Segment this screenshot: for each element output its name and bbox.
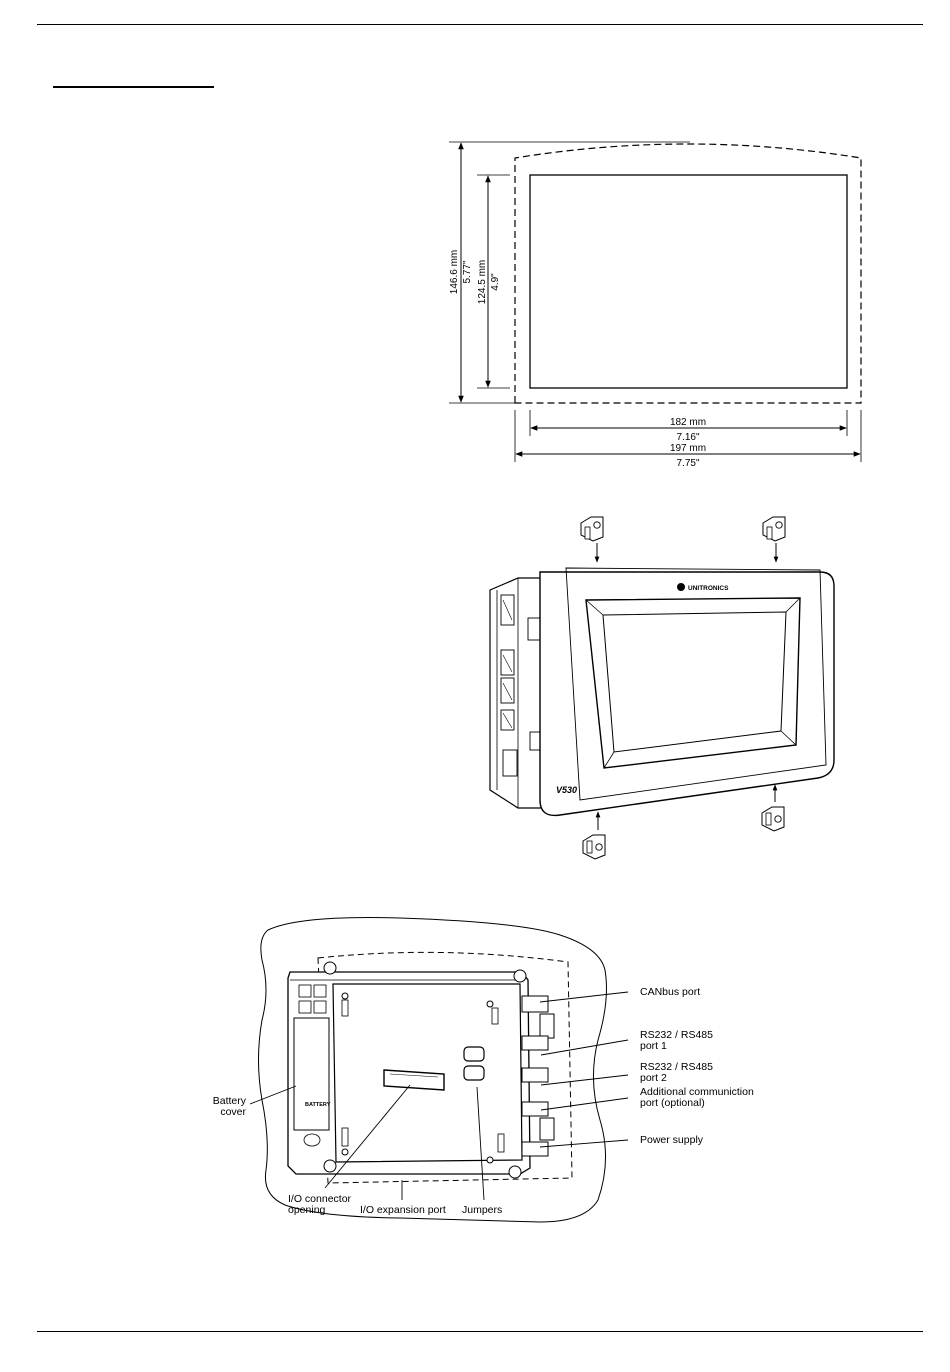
rs-port2-label-line2: port 2 xyxy=(640,1072,667,1084)
io-expansion-port-label: I/O expansion port xyxy=(360,1204,446,1216)
power-supply-label: Power supply xyxy=(640,1134,704,1146)
rs-port1-label-line2: port 1 xyxy=(640,1040,667,1052)
battery-compartment xyxy=(294,1018,329,1130)
battery-cover-label-line2: cover xyxy=(220,1106,246,1118)
jumpers-label: Jumpers xyxy=(462,1204,502,1216)
jumper-block xyxy=(464,1066,484,1080)
battery-text: BATTERY xyxy=(305,1102,331,1108)
bottom-rule xyxy=(37,1331,923,1332)
io-connector-label-line2: opening xyxy=(288,1204,326,1216)
canbus-port-label: CANbus port xyxy=(640,986,700,998)
rear-view-diagram: BATTERY xyxy=(0,0,950,1260)
jumper-block xyxy=(464,1047,484,1061)
additional-port-label-line2: port (optional) xyxy=(640,1097,705,1109)
io-connector-opening xyxy=(384,1070,444,1090)
